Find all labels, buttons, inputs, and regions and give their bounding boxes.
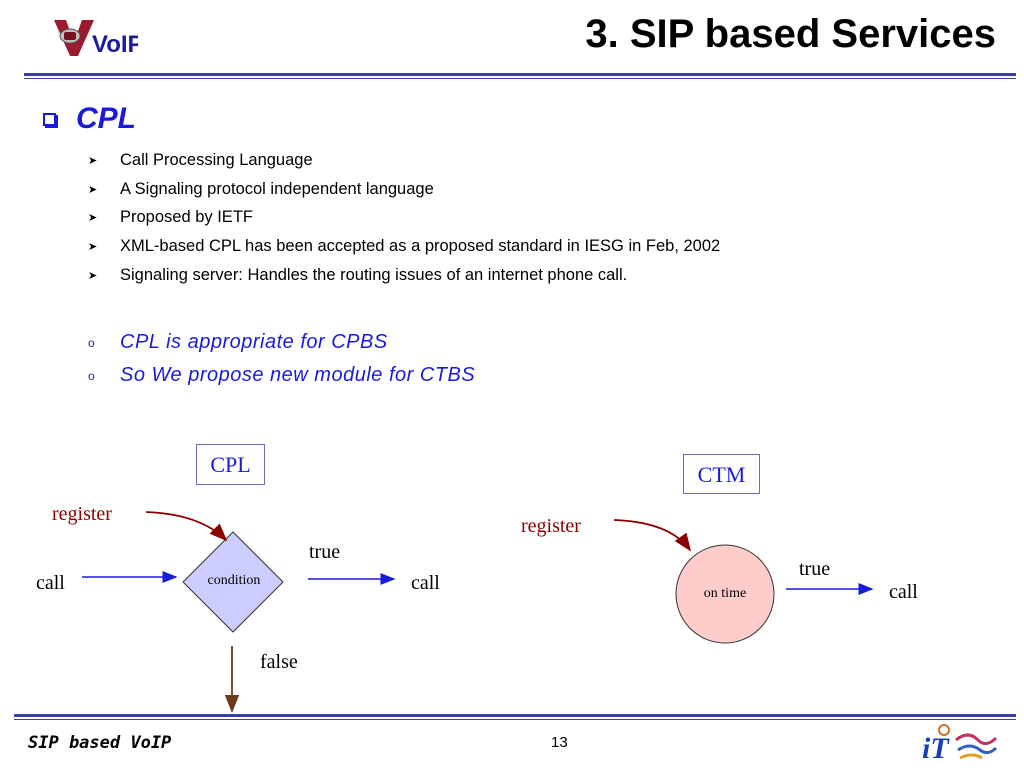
footer-title: SIP based VoIP [28,733,172,753]
list-item: ➤Signaling server: Handles the routing i… [88,265,628,284]
arrow-bullet-icon: ➤ [88,269,98,282]
bullet-list: ➤Call Processing Language ➤A Signaling p… [88,146,720,289]
true-label: true [309,541,341,563]
register-label-ctm: register [521,515,581,537]
list-item: ➤Call Processing Language [88,150,313,169]
it-logo: iT [920,722,1000,766]
register-arrow [145,511,228,542]
voip-logo: VoIP [48,12,144,60]
call-out-label: call [411,572,440,594]
page-title: 3. SIP based Services [585,12,996,56]
arrow-bullet-icon: ➤ [88,183,98,196]
true-label-ctm: true [799,558,831,580]
arrow-bullet-icon: ➤ [88,154,98,167]
page-number: 13 [551,734,568,751]
call-in-label: call [36,572,65,594]
circle-bullet-icon: o [88,368,95,383]
svg-text:VoIP: VoIP [92,31,138,58]
list-item: ➤XML-based CPL has been accepted as a pr… [88,236,721,255]
condition-label: condition [207,573,261,588]
cpl-box: CPL [196,444,265,485]
arrow-bullet-icon: ➤ [88,212,98,225]
register-label: register [52,503,112,525]
footer-rule-thin [14,719,1016,720]
arrow-bullet-icon: ➤ [88,240,98,253]
header-rule [24,73,1016,76]
on-time-label: on time [703,586,747,601]
section-heading: CPL [76,102,136,135]
svg-text:iT: iT [922,732,950,765]
list-item: ➤Proposed by IETF [88,208,253,227]
ctm-box: CTM [683,454,760,494]
on-time-circle [675,544,775,644]
footer-rule [14,714,1016,717]
register-arrow-ctm [613,519,692,552]
false-label: false [260,651,298,673]
list-item: ➤A Signaling protocol independent langua… [88,179,434,198]
header-rule-thin [24,78,1016,79]
circle-bullet-icon: o [88,335,95,350]
condition-diamond [182,531,284,633]
call-out-label-ctm: call [889,581,918,603]
checkbox-bullet-icon [43,113,56,126]
